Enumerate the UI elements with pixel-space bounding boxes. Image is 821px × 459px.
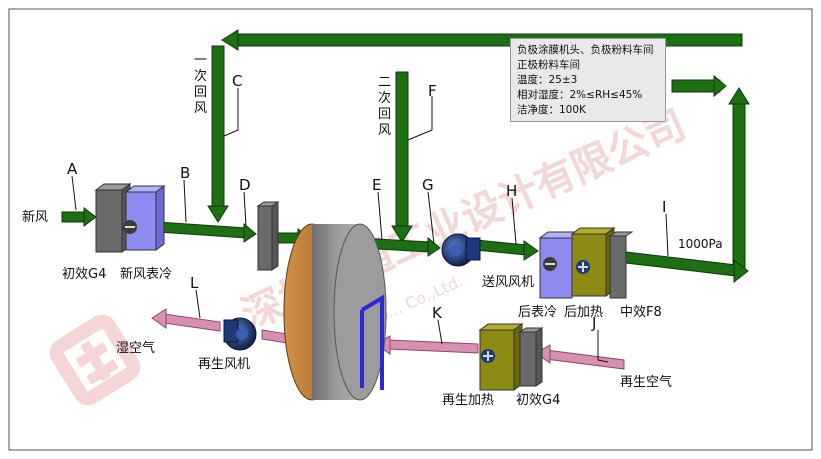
diagram-frame [8, 8, 813, 451]
fan-icon [236, 328, 248, 340]
top-return-arrow [221, 29, 239, 51]
desiccant-wheel [283, 223, 387, 401]
supply-fan [441, 233, 481, 267]
duct-k [387, 339, 479, 354]
regen-filter-g4 [518, 327, 544, 387]
leader-lines [71, 88, 669, 363]
duct-i-arrow [733, 258, 749, 284]
info-line: 温度：25±3 [517, 74, 578, 86]
point-i: I [662, 198, 666, 216]
point-k: K [432, 304, 443, 322]
label-medium-filter: 中效F8 [620, 305, 662, 320]
secondary-return-duct [395, 71, 409, 229]
point-d: D [239, 176, 251, 194]
label-primary-filter: 初效G4 [62, 267, 106, 282]
point-f: F [428, 82, 437, 100]
duct-l-arrow [151, 308, 167, 329]
regen-heater [478, 323, 524, 391]
duct-h [475, 239, 527, 256]
primary-return-duct [211, 45, 225, 209]
component-labels: 新风 初效G4 新风表冷 送风风机 后表冷 后加热 中效F8 1000Pa 湿空… [22, 209, 723, 408]
fresh-air-duct [61, 211, 87, 223]
filter-d [256, 201, 280, 271]
point-b: B [180, 164, 190, 182]
watermark-logo-icon [49, 314, 141, 406]
point-letters: A B C D E F G H I J K L [67, 72, 666, 332]
label-fresh-air: 新风 [22, 209, 48, 225]
label-fresh-air-cooler: 新风表冷 [120, 266, 172, 282]
wheel-divider [360, 294, 384, 390]
point-h: H [506, 182, 517, 200]
top-right-arrow [713, 74, 727, 98]
duct-j-arrow [535, 344, 551, 364]
label-regen-fan: 再生风机 [198, 357, 250, 372]
point-g: G [422, 176, 434, 194]
fresh-air-arrow [83, 207, 97, 227]
room-conditions-box: 负极涂膜机头、负极粉料车间 正极粉料车间 温度：25±3 相对湿度：2%≤RH≤… [510, 38, 666, 122]
label-secondary-return: 二次回风 [378, 75, 391, 138]
point-j: J [591, 314, 596, 332]
label-regen-heater: 再生加热 [442, 393, 494, 408]
label-supply-fan: 送风风机 [482, 275, 534, 290]
info-line: 正极粉料车间 [517, 59, 580, 71]
medium-filter-f8 [608, 231, 634, 299]
label-pressure: 1000Pa [678, 237, 723, 251]
duct-b-arrow [243, 222, 257, 243]
info-line: 相对湿度：2%≤RH≤45% [517, 89, 643, 101]
fresh-air-cooler [123, 185, 166, 251]
right-riser-arrow [728, 87, 750, 105]
info-line: 负极涂膜机头、负极粉料车间 [517, 44, 654, 56]
duct-h-arrow [523, 240, 539, 261]
primary-filter-g4 [94, 183, 132, 253]
primary-return-arrow [207, 205, 229, 223]
regen-fan [223, 317, 257, 351]
label-wet-air: 湿空气 [116, 340, 155, 356]
point-l: L [190, 274, 199, 292]
top-right-duct [671, 79, 721, 93]
fan-icon [450, 244, 462, 256]
top-return-duct [235, 33, 743, 47]
info-line: 洁净度：100K [517, 104, 586, 116]
duct-j [545, 349, 625, 370]
duct-b [157, 221, 247, 239]
duct-i [625, 251, 737, 277]
label-primary-return: 一次回风 [194, 53, 207, 116]
point-a: A [67, 160, 78, 178]
point-c: C [232, 72, 242, 90]
label-regen-filter: 初效G4 [516, 393, 560, 408]
post-cooler [538, 231, 582, 299]
post-heater [570, 227, 616, 297]
point-e: E [372, 176, 381, 194]
label-post-heater: 后加热 [564, 305, 603, 320]
supply-air-path [61, 29, 750, 284]
label-regen-air: 再生空气 [620, 374, 672, 390]
right-riser-duct [732, 99, 746, 273]
secondary-return-arrow [391, 225, 413, 243]
label-post-cooler: 后表冷 [518, 305, 557, 320]
duct-l [163, 313, 221, 332]
